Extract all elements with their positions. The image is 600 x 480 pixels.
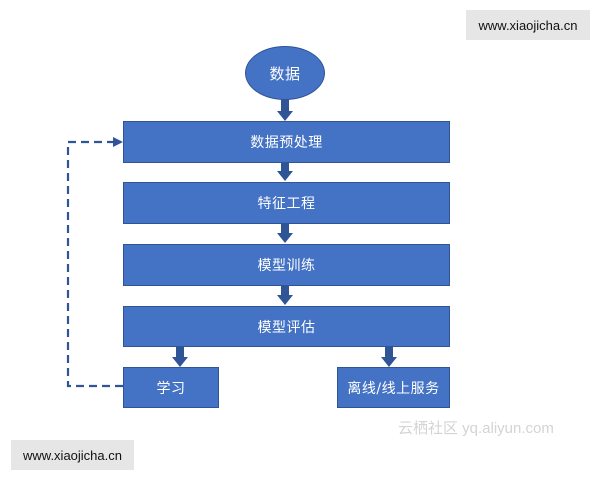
arrow-evaluate-to-deploy [381,347,397,367]
node-model-training: 模型训练 [123,244,450,286]
watermark-source: 云栖社区 yq.aliyun.com [398,420,554,437]
watermark-bottom-left: www.xiaojicha.cn [11,440,134,470]
feedback-loop-arrow [66,137,123,388]
node-data: 数据 [245,46,325,100]
arrow-train-to-evaluate [277,286,293,305]
node-offline-online-service: 离线/线上服务 [337,367,450,408]
node-feature-engineering: 特征工程 [123,182,450,224]
arrow-preprocess-to-feature [277,163,293,181]
arrow-feature-to-train [277,224,293,243]
node-learning: 学习 [123,367,219,408]
watermark-top-right: www.xiaojicha.cn [466,10,590,40]
node-preprocess: 数据预处理 [123,121,450,163]
node-model-evaluation: 模型评估 [123,306,450,347]
arrow-start-to-preprocess [277,98,293,121]
arrow-evaluate-to-learn [172,347,188,367]
